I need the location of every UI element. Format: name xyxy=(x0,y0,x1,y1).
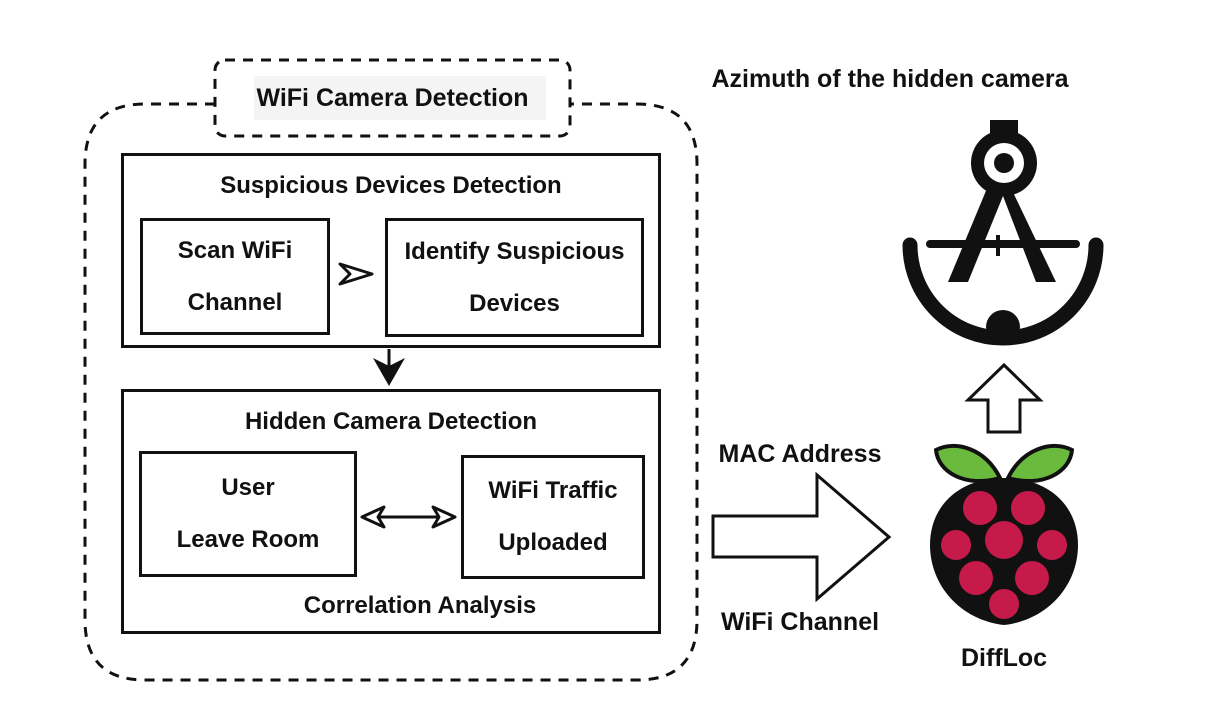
user-leave-line-1: User xyxy=(221,474,275,501)
raspberry-pi-icon xyxy=(930,443,1078,625)
compass-protractor-icon xyxy=(902,120,1104,346)
output-title: Azimuth of the hidden camera xyxy=(711,65,1069,93)
user-leave-line-2: Leave Room xyxy=(176,526,320,553)
hidden-camera-detection-title: Hidden Camera Detection xyxy=(244,408,538,435)
scan-wifi-channel-box: Scan WiFi Channel xyxy=(140,218,330,335)
module-title: WiFi Camera Detection xyxy=(256,84,529,112)
down-arrow-icon xyxy=(373,349,405,386)
suspicious-detection-title: Suspicious Devices Detection xyxy=(220,172,562,199)
identify-line-2: Devices xyxy=(469,289,560,317)
step-arrow-icon xyxy=(338,262,374,286)
scan-wifi-line-2: Channel xyxy=(187,288,283,316)
up-arrow-icon xyxy=(964,362,1044,434)
user-leave-room-box: User Leave Room xyxy=(139,451,357,577)
wifi-traffic-line-1: WiFi Traffic xyxy=(488,477,618,504)
correlation-analysis-label: Correlation Analysis xyxy=(303,592,537,619)
identify-line-1: Identify Suspicious xyxy=(404,237,625,265)
bidirectional-arrow-icon xyxy=(360,505,457,529)
identify-suspicious-devices-box: Identify Suspicious Devices xyxy=(385,218,644,337)
wifi-channel-label: WiFi Channel xyxy=(720,608,880,636)
mac-address-label: MAC Address xyxy=(718,440,882,468)
transfer-arrow-icon xyxy=(711,471,892,603)
wifi-traffic-line-2: Uploaded xyxy=(498,529,608,556)
scan-wifi-line-1: Scan WiFi xyxy=(177,236,293,264)
wifi-traffic-uploaded-box: WiFi Traffic Uploaded xyxy=(461,455,645,579)
device-name-label: DiffLoc xyxy=(960,644,1048,672)
